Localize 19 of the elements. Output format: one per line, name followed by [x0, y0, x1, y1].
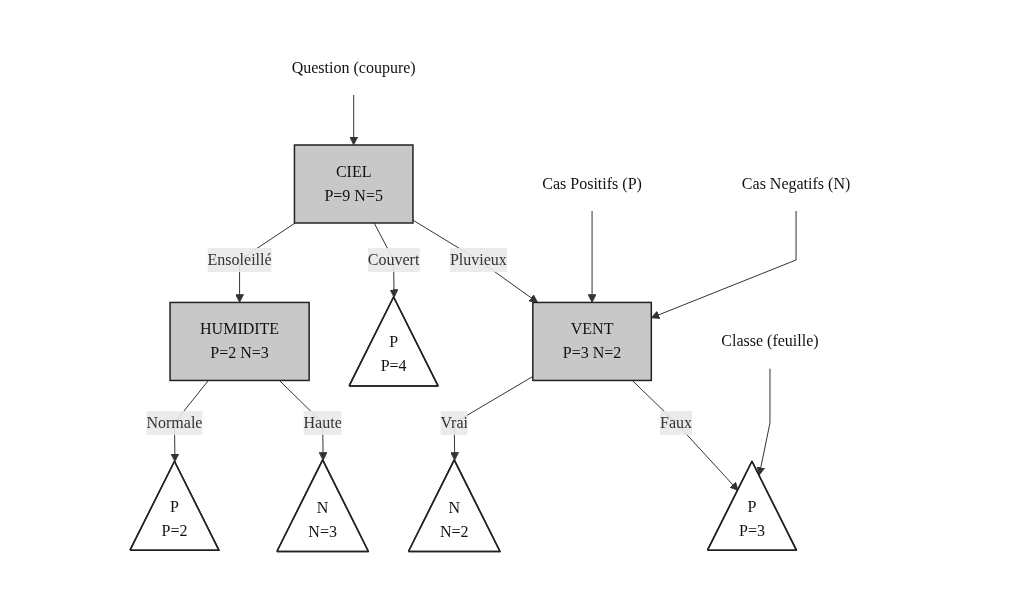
node-text: Cas Positifs (P): [542, 174, 642, 192]
node-box: HUMIDITE P=2 N=3: [169, 301, 310, 381]
edge-label: Pluvieux: [449, 250, 507, 268]
edge-label: Vrai: [440, 413, 468, 431]
arrow: [587, 210, 597, 303]
node-text: Cas Negatifs (N): [741, 174, 851, 192]
arrow: [349, 94, 358, 146]
edge-label: Couvert: [367, 250, 420, 268]
arrow: [412, 219, 538, 303]
node-box: VENT P=3 N=2: [531, 301, 652, 381]
arrow: [631, 379, 739, 491]
node-text: Classe (feuille): [721, 332, 819, 350]
node-box: CIEL P=9 N=5: [293, 144, 414, 224]
edge-label: Haute: [303, 413, 342, 431]
edge-label: Ensoleillé: [207, 250, 272, 268]
node-text: Question (coupure): [291, 58, 416, 76]
arrow: [756, 367, 771, 476]
edge-label: Faux: [659, 413, 692, 431]
edge-label: Normale: [146, 413, 203, 431]
